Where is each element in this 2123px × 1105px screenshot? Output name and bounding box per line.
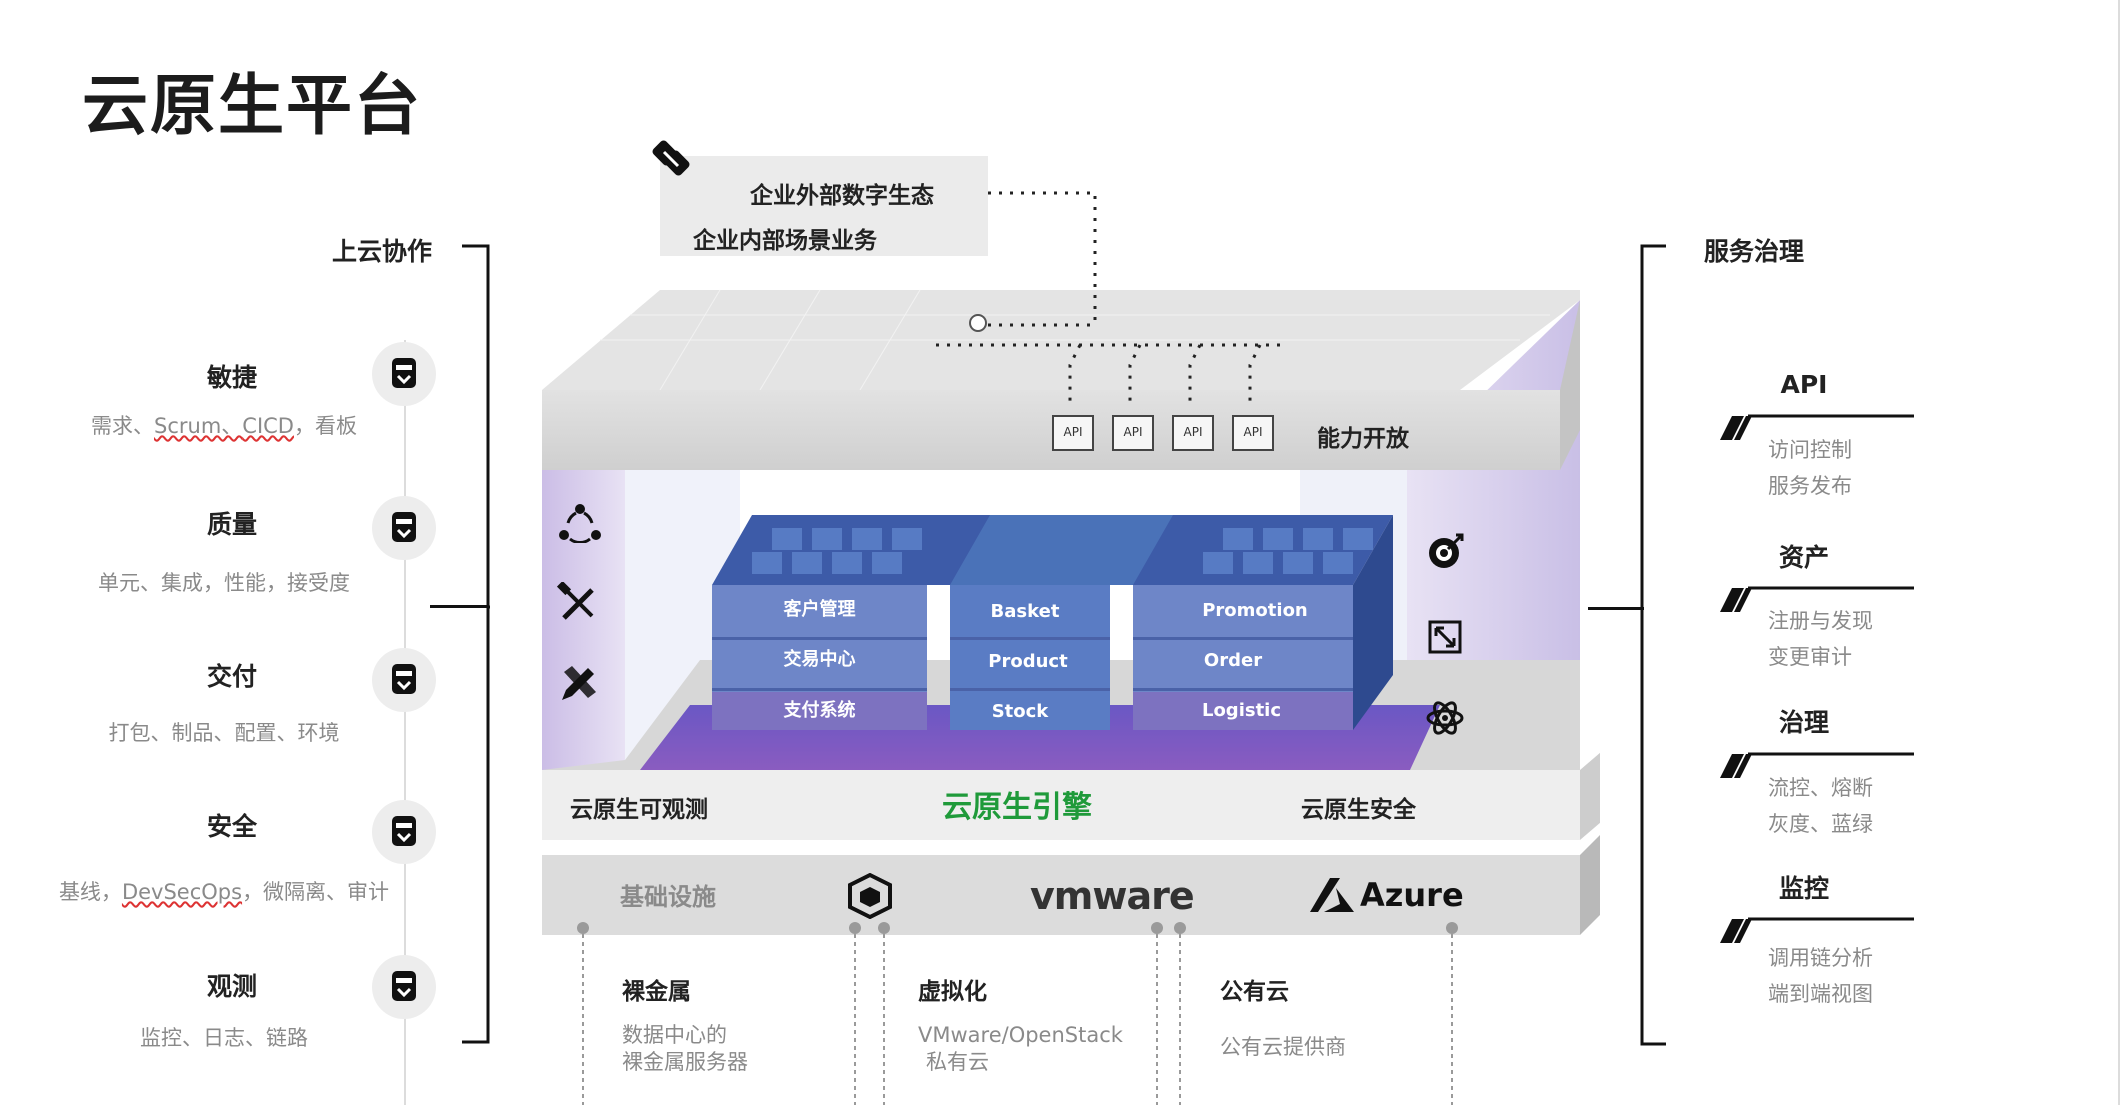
api-icon: API [1052,415,1094,451]
agile-icon [372,342,436,406]
left-item-title: 敏捷 [206,363,257,392]
observability-label: 云原生可观测 [570,797,708,823]
azure-logo-icon [1310,878,1354,912]
link-icon [652,140,690,176]
api-icon: API [1172,415,1214,451]
left-item-desc: 监控、日志、链路 [140,1026,308,1050]
left-item-desc: 需求、Scrum、CICD，看板 [91,414,357,438]
left-item-desc: 基线，DevSecOps，微隔离、审计 [58,880,390,904]
left-item-desc: 单元、集成，性能，接受度 [98,571,350,595]
tools-icon [556,582,594,620]
left-heading: 上云协作 [332,237,433,266]
connector-lines [936,191,1280,407]
grid-cell: Product [988,651,1068,672]
bottom-desc: 公有云提供商 [1220,1035,1346,1059]
ecosystem-box [660,156,988,256]
left-item-title: 观测 [206,972,257,1001]
page-edge [2118,0,2120,1105]
cube-icon [848,873,892,919]
grid-cell: 交易中心 [783,649,856,670]
ecosystem-internal: 企业内部场景业务 [693,228,877,254]
slash-icon [1720,917,1914,943]
left-timeline [404,340,406,1105]
infra-drop-lines [577,922,1458,1105]
slash-icon [1720,414,1914,440]
right-item-title: 治理 [1778,708,1829,737]
right-item-title: API [1780,370,1828,399]
bottom-desc: 数据中心的裸金属服务器 [622,1023,748,1074]
right-item-title: 监控 [1778,874,1829,903]
engine-label: 云原生引擎 [942,790,1092,825]
api-icon: API [1232,415,1274,451]
security-icon [372,800,436,864]
left-bracket-stem [430,605,488,608]
right-item-desc: 访问控制服务发布 [1768,438,1852,498]
page-title: 云原生平台 [82,67,422,144]
ecosystem-external: 企业外部数字生态 [750,183,934,209]
slash-icon [1720,586,1914,612]
left-item-title: 质量 [206,510,257,539]
grid-cell: 客户管理 [783,599,856,620]
target-icon [1429,533,1464,568]
slash-icon [1720,752,1914,778]
grid-cell: Stock [991,701,1049,722]
bottom-title: 虚拟化 [918,979,987,1005]
right-heading: 服务治理 [1704,237,1805,266]
left-item-desc: 打包、制品、配置、环境 [108,721,340,745]
grid-cell: Order [1203,650,1263,671]
azure-logo: Azure [1360,876,1464,914]
right-item-title: 资产 [1778,543,1829,572]
grid-cell: Logistic [1201,700,1282,721]
bottom-title: 裸金属 [622,979,691,1005]
capability-label: 能力开放 [1317,426,1409,452]
share-icon [559,504,601,543]
right-bracket [1640,244,1666,1046]
observe-icon [372,955,436,1019]
infra-label: 基础设施 [620,883,716,911]
grid-cell: 支付系统 [783,700,856,721]
right-item-desc: 调用链分析端到端视图 [1768,946,1873,1006]
grid-cell: Promotion [1202,600,1308,621]
quality-icon [372,496,436,560]
left-bracket [462,244,490,1044]
security-label: 云原生安全 [1301,797,1416,823]
grid-cell: Basket [990,601,1060,622]
service-block-right [1133,515,1393,730]
delivery-icon [372,648,436,712]
vmware-logo: vmware [1030,874,1195,918]
right-bracket-stem [1588,607,1644,610]
expand-icon [1428,620,1462,654]
left-item-title: 交付 [206,662,257,691]
pencil-ruler-icon [562,666,596,700]
right-item-desc: 流控、熔断灰度、蓝绿 [1768,776,1873,836]
right-item-desc: 注册与发现变更审计 [1768,609,1873,669]
api-icon: API [1112,415,1154,451]
platform-diagram [542,289,1600,935]
bottom-title: 公有云 [1220,979,1289,1005]
atom-icon [1426,701,1464,735]
left-item-title: 安全 [206,812,257,841]
